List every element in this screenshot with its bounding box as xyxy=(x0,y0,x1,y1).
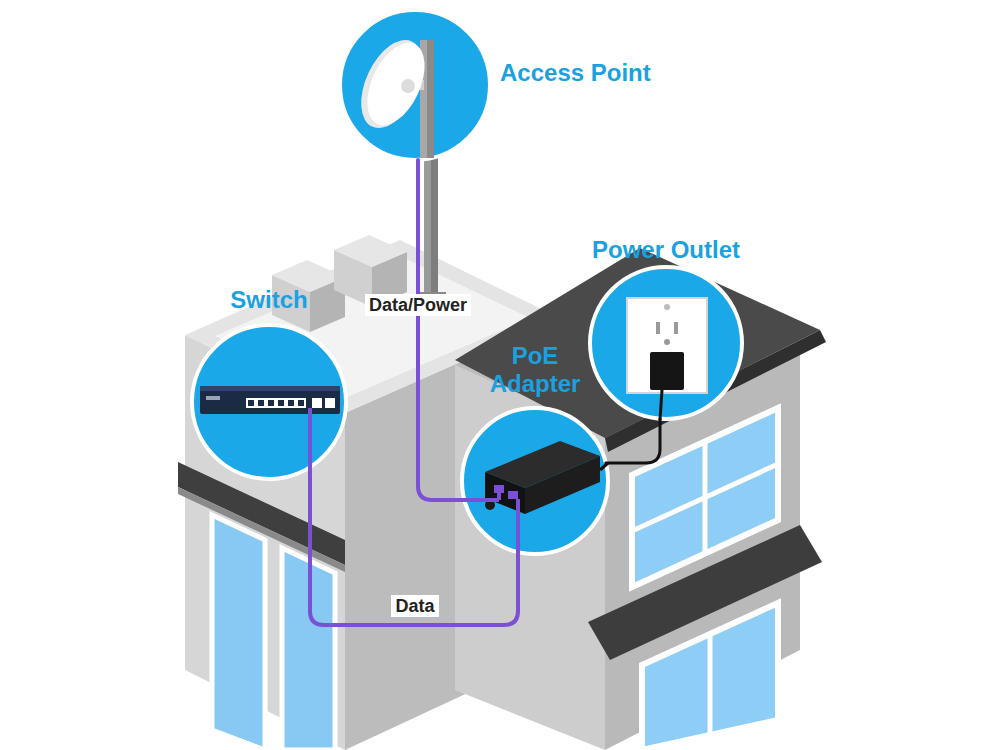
left-building xyxy=(212,515,265,750)
ac-unit xyxy=(272,235,407,332)
power-outlet-icon xyxy=(664,339,670,345)
switch-icon xyxy=(325,398,335,408)
switch-icon xyxy=(206,396,220,400)
right-building xyxy=(708,634,713,740)
device-circle: PoE Adapter xyxy=(462,408,608,554)
null xyxy=(278,400,284,406)
cable-line xyxy=(418,160,465,500)
poe-adapter-icon xyxy=(516,499,520,553)
power-outlet-icon xyxy=(650,352,684,390)
poe-adapter-icon xyxy=(494,485,504,493)
right-building xyxy=(642,603,778,750)
device-label: Access Point xyxy=(500,59,651,87)
power-outlet-icon xyxy=(674,322,678,334)
device-label: Switch xyxy=(230,286,307,314)
power-outlet-icon xyxy=(656,322,660,334)
switch-icon xyxy=(246,398,306,408)
access-point-icon xyxy=(356,34,437,134)
power-outlet-icon xyxy=(660,390,662,420)
access-point-icon xyxy=(427,40,434,158)
power-outlet-icon xyxy=(664,304,670,310)
switch-icon xyxy=(192,325,346,479)
poe-adapter-icon xyxy=(462,408,608,554)
power-outlet-icon xyxy=(590,267,742,419)
antenna-pole xyxy=(431,150,438,295)
null xyxy=(288,400,294,406)
null xyxy=(258,400,264,406)
null xyxy=(268,400,274,406)
left-building xyxy=(282,548,335,750)
access-point-icon xyxy=(340,10,490,160)
cable-label: Data/Power xyxy=(365,294,471,316)
antenna-pole xyxy=(424,150,438,295)
switch-icon xyxy=(308,408,312,481)
device-circle: Access Point xyxy=(340,10,490,160)
right-building xyxy=(455,248,820,438)
cable-line xyxy=(310,467,518,625)
null xyxy=(298,400,304,406)
antenna-pole xyxy=(416,150,446,300)
device-label: Power Outlet xyxy=(592,236,740,264)
poe-adapter-icon xyxy=(462,408,608,554)
device-circle: Switch xyxy=(192,325,346,479)
access-point-icon xyxy=(340,10,490,160)
null xyxy=(248,400,254,406)
poe-adapter-icon xyxy=(508,491,518,499)
switch-icon xyxy=(200,386,340,414)
switch-icon xyxy=(312,398,322,408)
right-building xyxy=(455,248,826,750)
access-point-icon xyxy=(349,30,436,137)
power-outlet-icon xyxy=(590,267,742,420)
poe-adapter-icon xyxy=(463,498,499,502)
cable-label: Data xyxy=(391,595,438,617)
ac-unit xyxy=(334,235,407,267)
access-point-icon xyxy=(401,79,415,93)
switch-icon xyxy=(200,386,340,391)
device-circle: Power Outlet xyxy=(590,267,742,419)
poe-adapter-icon xyxy=(600,463,608,470)
power-outlet-icon xyxy=(627,298,707,393)
right-building xyxy=(632,464,778,531)
poe-adapter-icon xyxy=(525,456,600,514)
switch-icon xyxy=(192,325,346,481)
device-label: PoE Adapter xyxy=(475,342,595,398)
cable-line xyxy=(606,419,660,463)
null xyxy=(248,400,304,406)
